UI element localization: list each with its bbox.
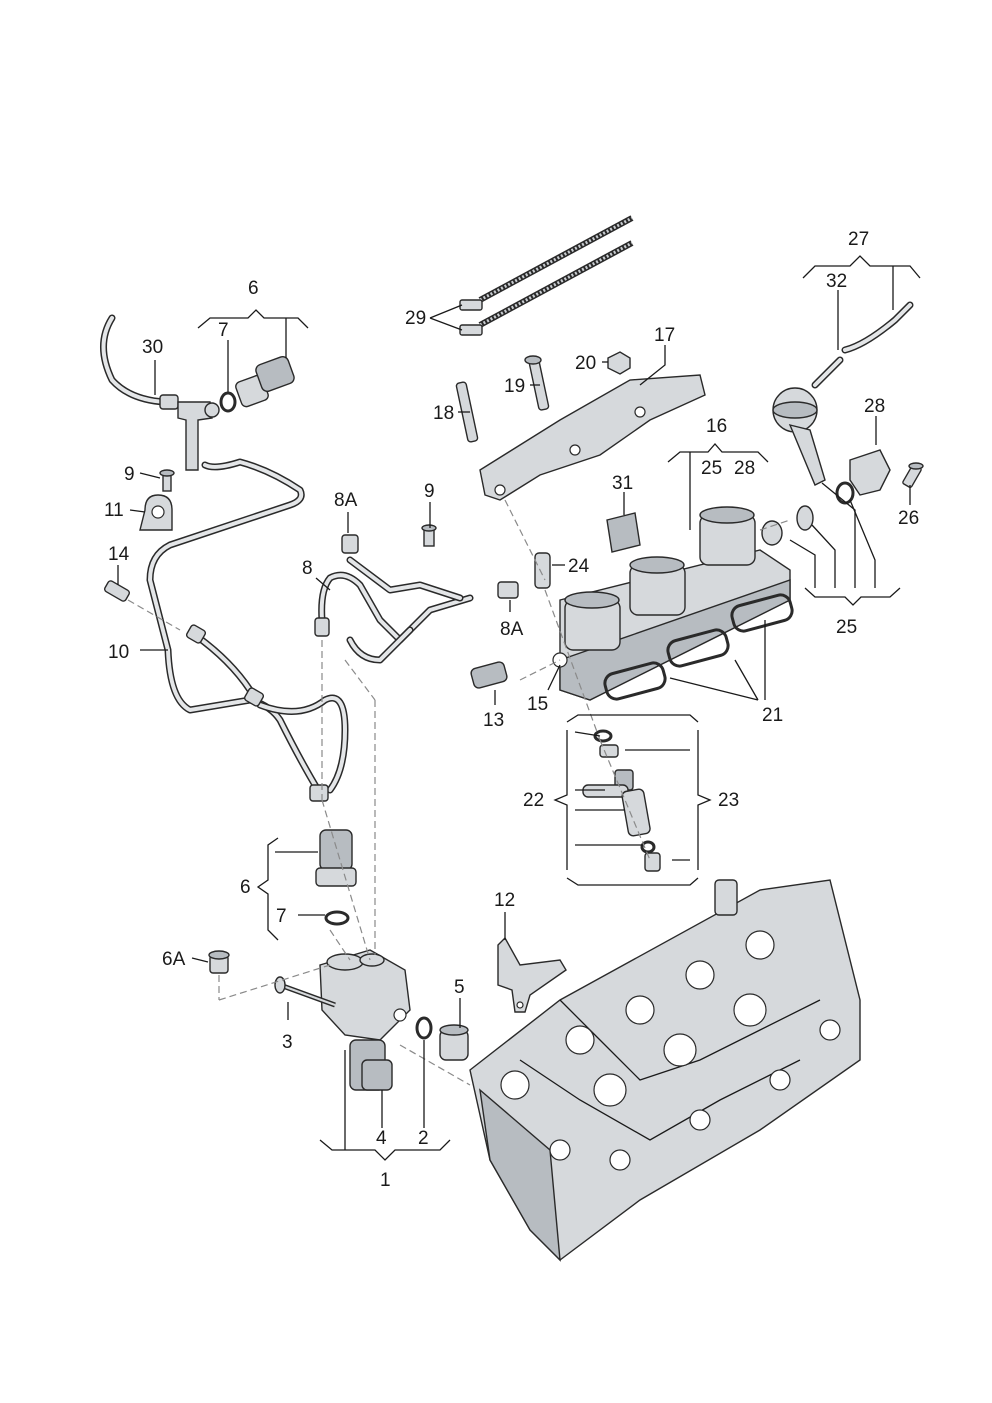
seal-7-upper <box>219 391 237 413</box>
label-14: 14 <box>108 544 130 565</box>
label-17: 17 <box>654 325 675 346</box>
nut-20 <box>607 351 631 375</box>
label-8: 8 <box>302 558 313 579</box>
union-8a-top <box>341 534 359 554</box>
sensor-28 <box>849 449 891 496</box>
cable-ties-29 <box>459 215 634 336</box>
label-6-top: 6 <box>248 278 259 299</box>
label-22: 22 <box>523 790 544 811</box>
plug-6a <box>208 950 230 974</box>
sender-13 <box>470 661 508 689</box>
clamp-11 <box>139 494 173 531</box>
assembly-dash-lines <box>127 499 791 1086</box>
label-21: 21 <box>762 705 783 726</box>
bolt-26 <box>902 462 924 488</box>
leader-lines <box>117 255 921 1161</box>
label-1: 1 <box>380 1170 391 1191</box>
pressure-sender-6-upper <box>235 356 295 408</box>
bolt-19 <box>524 355 550 411</box>
bush-25a <box>761 520 783 546</box>
label-6-mid: 6 <box>240 877 251 898</box>
bush-25c <box>835 481 855 505</box>
label-9-left: 9 <box>124 464 135 485</box>
lever-25b <box>796 505 814 531</box>
label-29: 29 <box>405 308 426 329</box>
label-10: 10 <box>108 642 129 663</box>
label-32: 32 <box>826 271 847 292</box>
union-8a-right <box>497 581 519 599</box>
sleeve-24 <box>534 552 551 589</box>
label-20: 20 <box>575 353 596 374</box>
label-8a-top: 8A <box>334 490 358 511</box>
label-31: 31 <box>612 473 633 494</box>
sender-14 <box>104 580 130 602</box>
label-24: 24 <box>568 556 590 577</box>
bolt-9-mid <box>421 524 437 547</box>
label-6a: 6A <box>162 949 186 970</box>
label-2: 2 <box>418 1128 429 1149</box>
label-27: 27 <box>848 229 869 250</box>
label-7-top: 7 <box>218 320 229 341</box>
label-3: 3 <box>282 1032 293 1053</box>
bolt-9-left <box>159 469 175 492</box>
label-19: 19 <box>504 376 525 397</box>
cylinder-head <box>469 879 861 1262</box>
injector-assembly <box>582 729 661 872</box>
label-16: 16 <box>706 416 727 437</box>
high-pressure-pump <box>319 949 411 1091</box>
label-9-mid: 9 <box>424 481 435 502</box>
t-piece <box>177 401 220 471</box>
fuel-line-10 <box>146 458 349 802</box>
bracket-12 <box>497 936 567 1013</box>
roller-tappet-5 <box>439 1024 469 1061</box>
part-31 <box>606 512 641 553</box>
label-25-top: 25 <box>701 458 722 479</box>
label-18: 18 <box>433 403 454 424</box>
fuel-line-8 <box>314 556 474 664</box>
bracket-17 <box>479 374 706 501</box>
seal-7-lower <box>324 910 350 926</box>
hose-30 <box>100 314 179 410</box>
bolt-3 <box>274 976 336 1008</box>
o-ring-2 <box>415 1016 433 1040</box>
label-8a-right: 8A <box>500 619 524 640</box>
label-28: 28 <box>864 396 885 417</box>
label-26: 26 <box>898 508 919 529</box>
label-15: 15 <box>527 694 548 715</box>
label-12: 12 <box>494 890 515 911</box>
label-13: 13 <box>483 710 504 731</box>
label-28-top: 28 <box>734 458 755 479</box>
pressure-sender-6-lower <box>315 829 357 887</box>
label-30: 30 <box>142 337 163 358</box>
vacuum-unit <box>772 301 914 486</box>
label-25-bottom: 25 <box>836 617 857 638</box>
fuel-rail-15 <box>552 506 791 701</box>
label-5: 5 <box>454 977 465 998</box>
label-7-mid: 7 <box>276 906 287 927</box>
label-4: 4 <box>376 1128 387 1149</box>
label-23: 23 <box>718 790 739 811</box>
callout-labels: 6 7 30 9 11 14 10 8A 9 8 8A 13 15 29 18 … <box>104 229 919 1191</box>
label-11: 11 <box>104 500 124 521</box>
